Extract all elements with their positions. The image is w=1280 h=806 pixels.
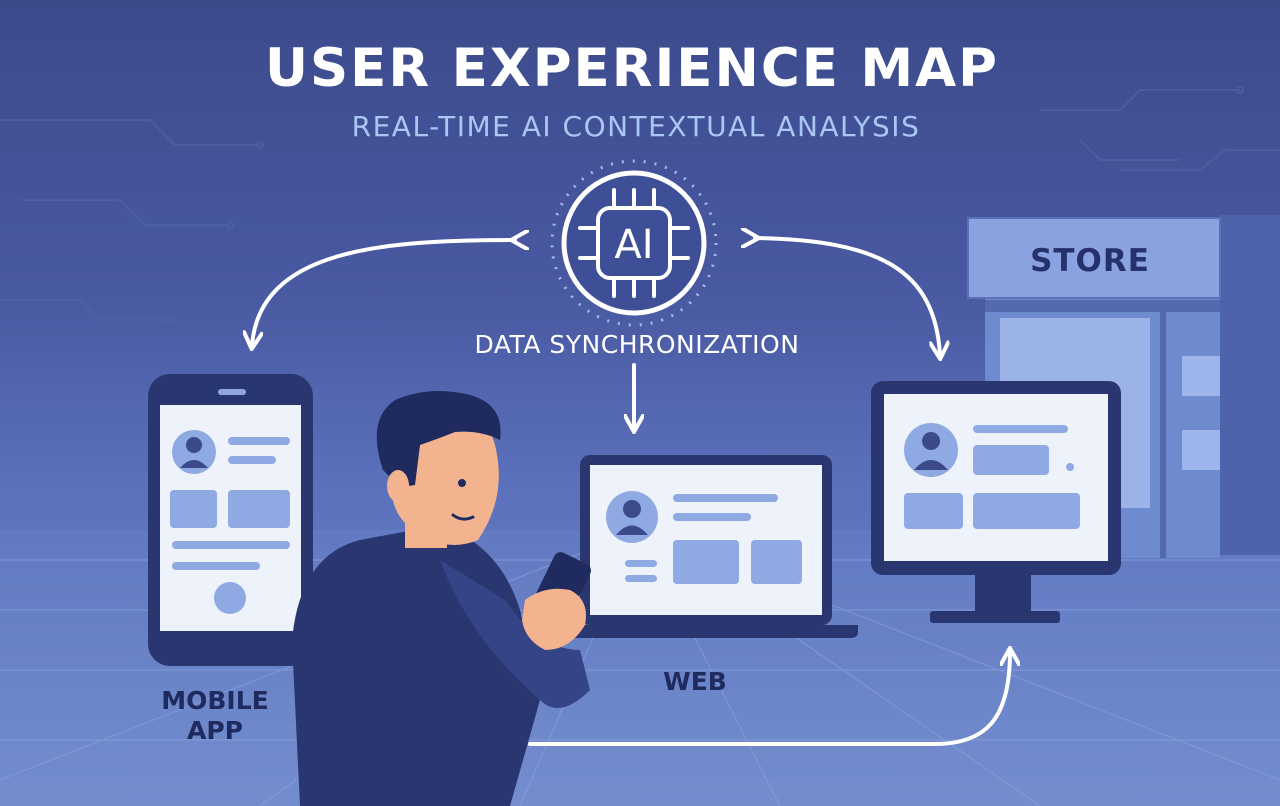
ai-chip-icon bbox=[578, 188, 690, 298]
web-label: WEB bbox=[663, 667, 727, 696]
data-sync-label: DATA SYNCHRONIZATION bbox=[474, 330, 800, 359]
ai-hub: AI bbox=[550, 159, 718, 327]
mobile-label-line-1: MOBILE bbox=[161, 686, 269, 715]
ai-chip-label: AI bbox=[614, 222, 653, 268]
laptop-icon bbox=[555, 455, 858, 638]
smartphone-icon bbox=[148, 374, 313, 666]
sync-arrows bbox=[252, 238, 1010, 746]
person-using-phone bbox=[292, 391, 591, 806]
store-label: STORE bbox=[1030, 243, 1150, 279]
page-title: USER EXPERIENCE MAP bbox=[264, 38, 1000, 99]
arrow-to-store bbox=[755, 238, 940, 355]
circuit-pattern bbox=[0, 86, 1280, 324]
mobile-label-line-2: APP bbox=[187, 716, 243, 745]
desktop-monitor-icon bbox=[871, 381, 1121, 623]
page-subtitle: REAL-TIME AI CONTEXTUAL ANALYSIS bbox=[351, 110, 921, 143]
arrow-to-mobile bbox=[252, 240, 515, 345]
mobile-app-label: MOBILE APP bbox=[140, 686, 290, 746]
arrow-mobile-to-store bbox=[528, 652, 1010, 746]
